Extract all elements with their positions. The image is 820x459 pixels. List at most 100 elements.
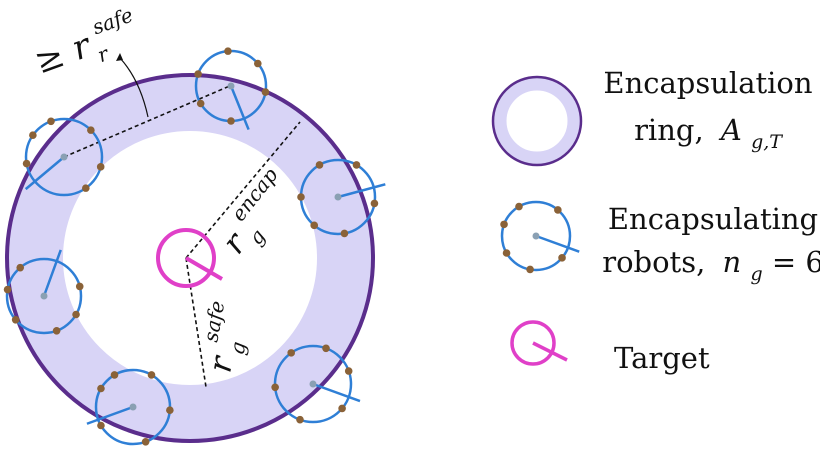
legend-ring-line2: ring, A g,T	[634, 113, 783, 153]
legend-ring-prefix: ring,	[634, 113, 704, 147]
r-symbol: r	[67, 25, 98, 69]
ring-band	[7, 75, 373, 441]
robot-sensor-dot	[194, 70, 202, 78]
legend-ring-math: A	[718, 113, 742, 147]
robot-sensor-dot	[502, 249, 511, 257]
target-heading	[184, 256, 224, 281]
robot-heading	[42, 249, 62, 297]
robot-sensor-dot	[370, 199, 379, 208]
target-circle	[156, 228, 216, 288]
legend-robots-sub: g	[750, 263, 762, 285]
arrow-head	[116, 53, 123, 61]
safe-r-symbol: r	[200, 352, 240, 375]
robot-sensor-dot	[87, 126, 95, 134]
robot-heading	[535, 234, 580, 253]
robot-body	[24, 117, 104, 197]
robot-sensor-dot	[340, 229, 349, 238]
robot-2	[22, 117, 105, 197]
legend: Encapsulation ring, A g,T Encapsulating …	[491, 66, 820, 375]
encapsulation-ring	[5, 73, 375, 443]
robot-sensor-dot	[52, 326, 61, 335]
robot-center	[129, 403, 137, 411]
robot-sensor-dot	[196, 99, 205, 108]
safe-superscript: safe	[198, 299, 229, 344]
robot-sensor-dot	[3, 285, 12, 294]
robot-legend	[500, 200, 580, 274]
ring-outer-border	[5, 73, 375, 443]
robot-sensor-dot	[97, 421, 105, 430]
robot-sensor-dot	[287, 349, 296, 357]
safe-subscript: g	[225, 340, 251, 357]
robot-sensor-dot	[315, 161, 324, 169]
robot-sensor-dot	[81, 184, 90, 192]
robot-sensor-dot	[110, 371, 119, 379]
r-subscript: r	[94, 41, 113, 67]
robot-sensor-dot	[22, 159, 31, 168]
robot-3	[297, 158, 386, 238]
robot-sensor-dot	[526, 265, 534, 274]
robot-sensor-dot	[96, 163, 105, 171]
robot-center	[60, 153, 68, 161]
robot-center	[227, 82, 235, 90]
legend-robots-value: = 6	[772, 245, 820, 279]
robot-sensor-dot	[11, 315, 20, 324]
robot-6	[271, 344, 361, 424]
robot-sensor-dot	[72, 310, 80, 319]
ge-symbol: ≥	[29, 35, 69, 82]
robot-sensor-dot	[338, 404, 346, 413]
robot-sensor-dot	[558, 254, 566, 262]
robot-sensor-dot	[29, 131, 37, 140]
robot-sensor-dot	[97, 384, 105, 393]
svg-text:r g safe: r g safe	[194, 299, 257, 377]
robot-sensor-dot	[310, 221, 319, 230]
robot-sensor-dot	[297, 193, 305, 201]
robot-sensor-dot	[141, 437, 150, 446]
legend-robots-line2: robots, n g = 6	[602, 245, 820, 287]
robot-body	[5, 257, 83, 335]
encap-superscript: encap	[226, 163, 282, 226]
label-safe-radius-target: r g safe	[194, 299, 257, 377]
legend-ring-sub: g,T	[751, 131, 783, 153]
robot-heading	[86, 405, 134, 425]
robot-sensor-dot	[166, 406, 174, 415]
annotation-arrow	[116, 53, 149, 118]
robot-center	[532, 232, 540, 240]
robot-1	[194, 47, 270, 131]
robot-heading	[24, 156, 65, 191]
robot-sensor-dot	[227, 117, 235, 125]
robot-body	[500, 200, 572, 272]
robot-5	[86, 368, 174, 446]
robot-heading	[337, 183, 386, 199]
arrow-curve	[119, 57, 149, 118]
robot-sensor-dot	[322, 344, 330, 353]
robot-sensor-dot	[554, 206, 562, 214]
robot-4	[3, 249, 84, 335]
legend-robots-line1: Encapsulating	[608, 202, 818, 236]
robot-sensor-dot	[500, 220, 508, 229]
robot-center	[309, 380, 317, 388]
safe-radius-target-line	[185, 257, 207, 388]
robot-sensor-dot	[254, 59, 262, 68]
legend-ring-line1: Encapsulation	[603, 66, 812, 100]
legend-robots-prefix: robots,	[602, 245, 705, 279]
robot-sensor-dot	[147, 371, 156, 379]
encapsulation-ring-icon	[491, 75, 583, 167]
robot-heading	[312, 382, 361, 403]
r-superscript: safe	[89, 3, 136, 40]
legend-target-label: Target	[614, 341, 710, 375]
robot-sensor-dot	[271, 383, 279, 392]
robot-sensor-dot	[352, 161, 361, 169]
robot-sensor-dot	[16, 263, 25, 272]
svg-text:≥ r r safe: ≥ r r safe	[27, 3, 145, 88]
robot-sensor-dot	[261, 88, 270, 96]
robot-sensor-dot	[515, 202, 523, 211]
robot-icon	[500, 200, 580, 274]
robot-sensor-dot	[75, 282, 84, 291]
robot-sensor-dot	[47, 117, 55, 126]
robot-center	[334, 193, 342, 201]
label-safe-radius-annotation: ≥ r r safe	[27, 3, 145, 88]
robot-heading	[229, 85, 250, 131]
robot-sensor-dot	[224, 47, 232, 55]
target-icon	[510, 320, 568, 366]
